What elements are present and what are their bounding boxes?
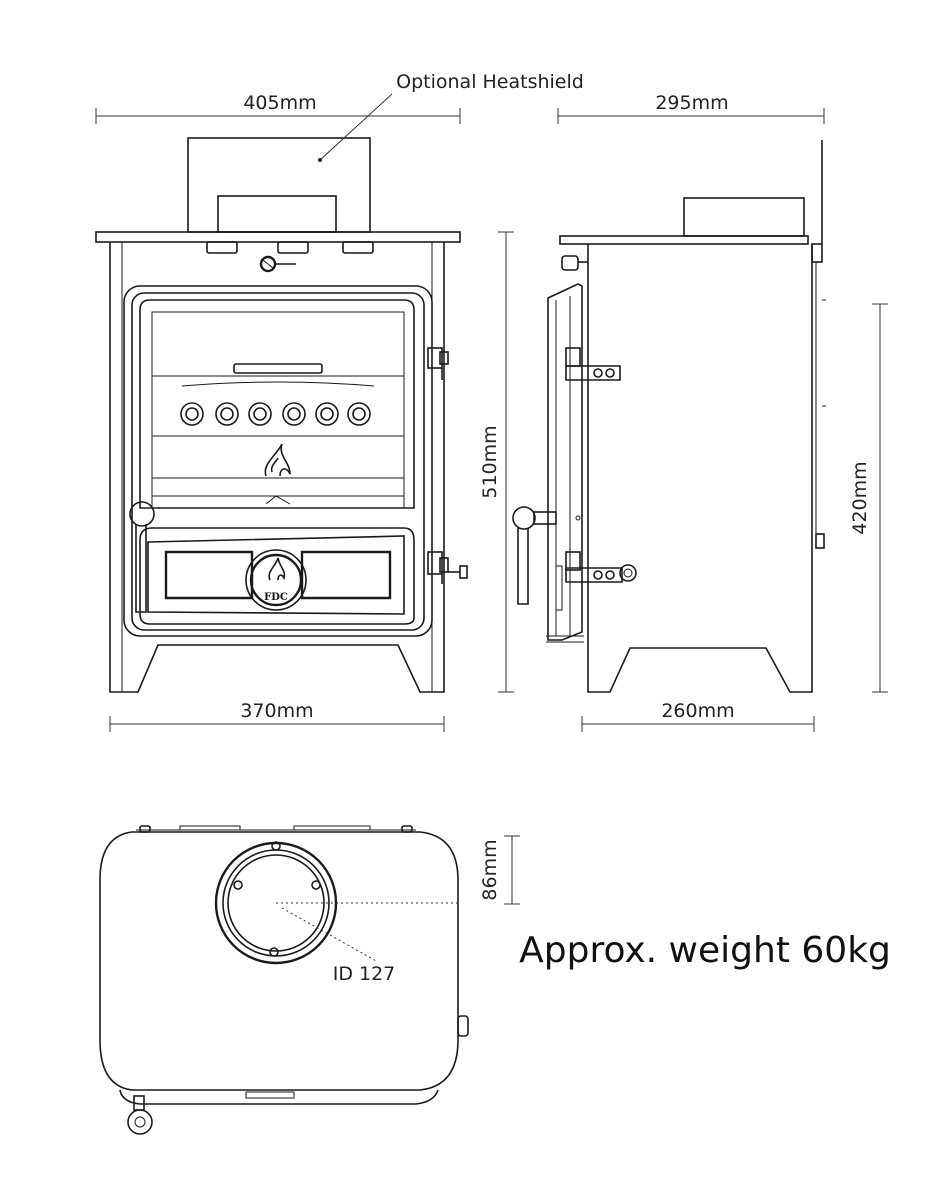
- dim-front-height: 510mm: [479, 425, 501, 498]
- top-view: [99, 825, 469, 1135]
- side-view: [512, 140, 826, 693]
- dim-side-depth-base: 260mm: [661, 700, 734, 722]
- leader-dot: [318, 158, 322, 162]
- dim-flue-offset: 86mm: [479, 839, 501, 900]
- dim-front-width-base: 370mm: [240, 700, 313, 722]
- heatshield-label: Optional Heatshield: [396, 71, 584, 93]
- svg-text:FDC: FDC: [264, 592, 288, 603]
- dimension-lines: [95, 93, 888, 905]
- fdc-logo: FDC: [245, 549, 307, 611]
- dim-front-width-top: 405mm: [243, 92, 316, 114]
- front-view: FDC: [95, 137, 468, 693]
- weight-label: Approx. weight 60kg: [519, 930, 891, 971]
- flue-id-label: ID 127: [333, 963, 396, 985]
- flame-icon: [264, 443, 291, 477]
- air-holes: [180, 402, 371, 426]
- dim-side-depth-top: 295mm: [655, 92, 728, 114]
- dim-side-height: 420mm: [849, 461, 871, 534]
